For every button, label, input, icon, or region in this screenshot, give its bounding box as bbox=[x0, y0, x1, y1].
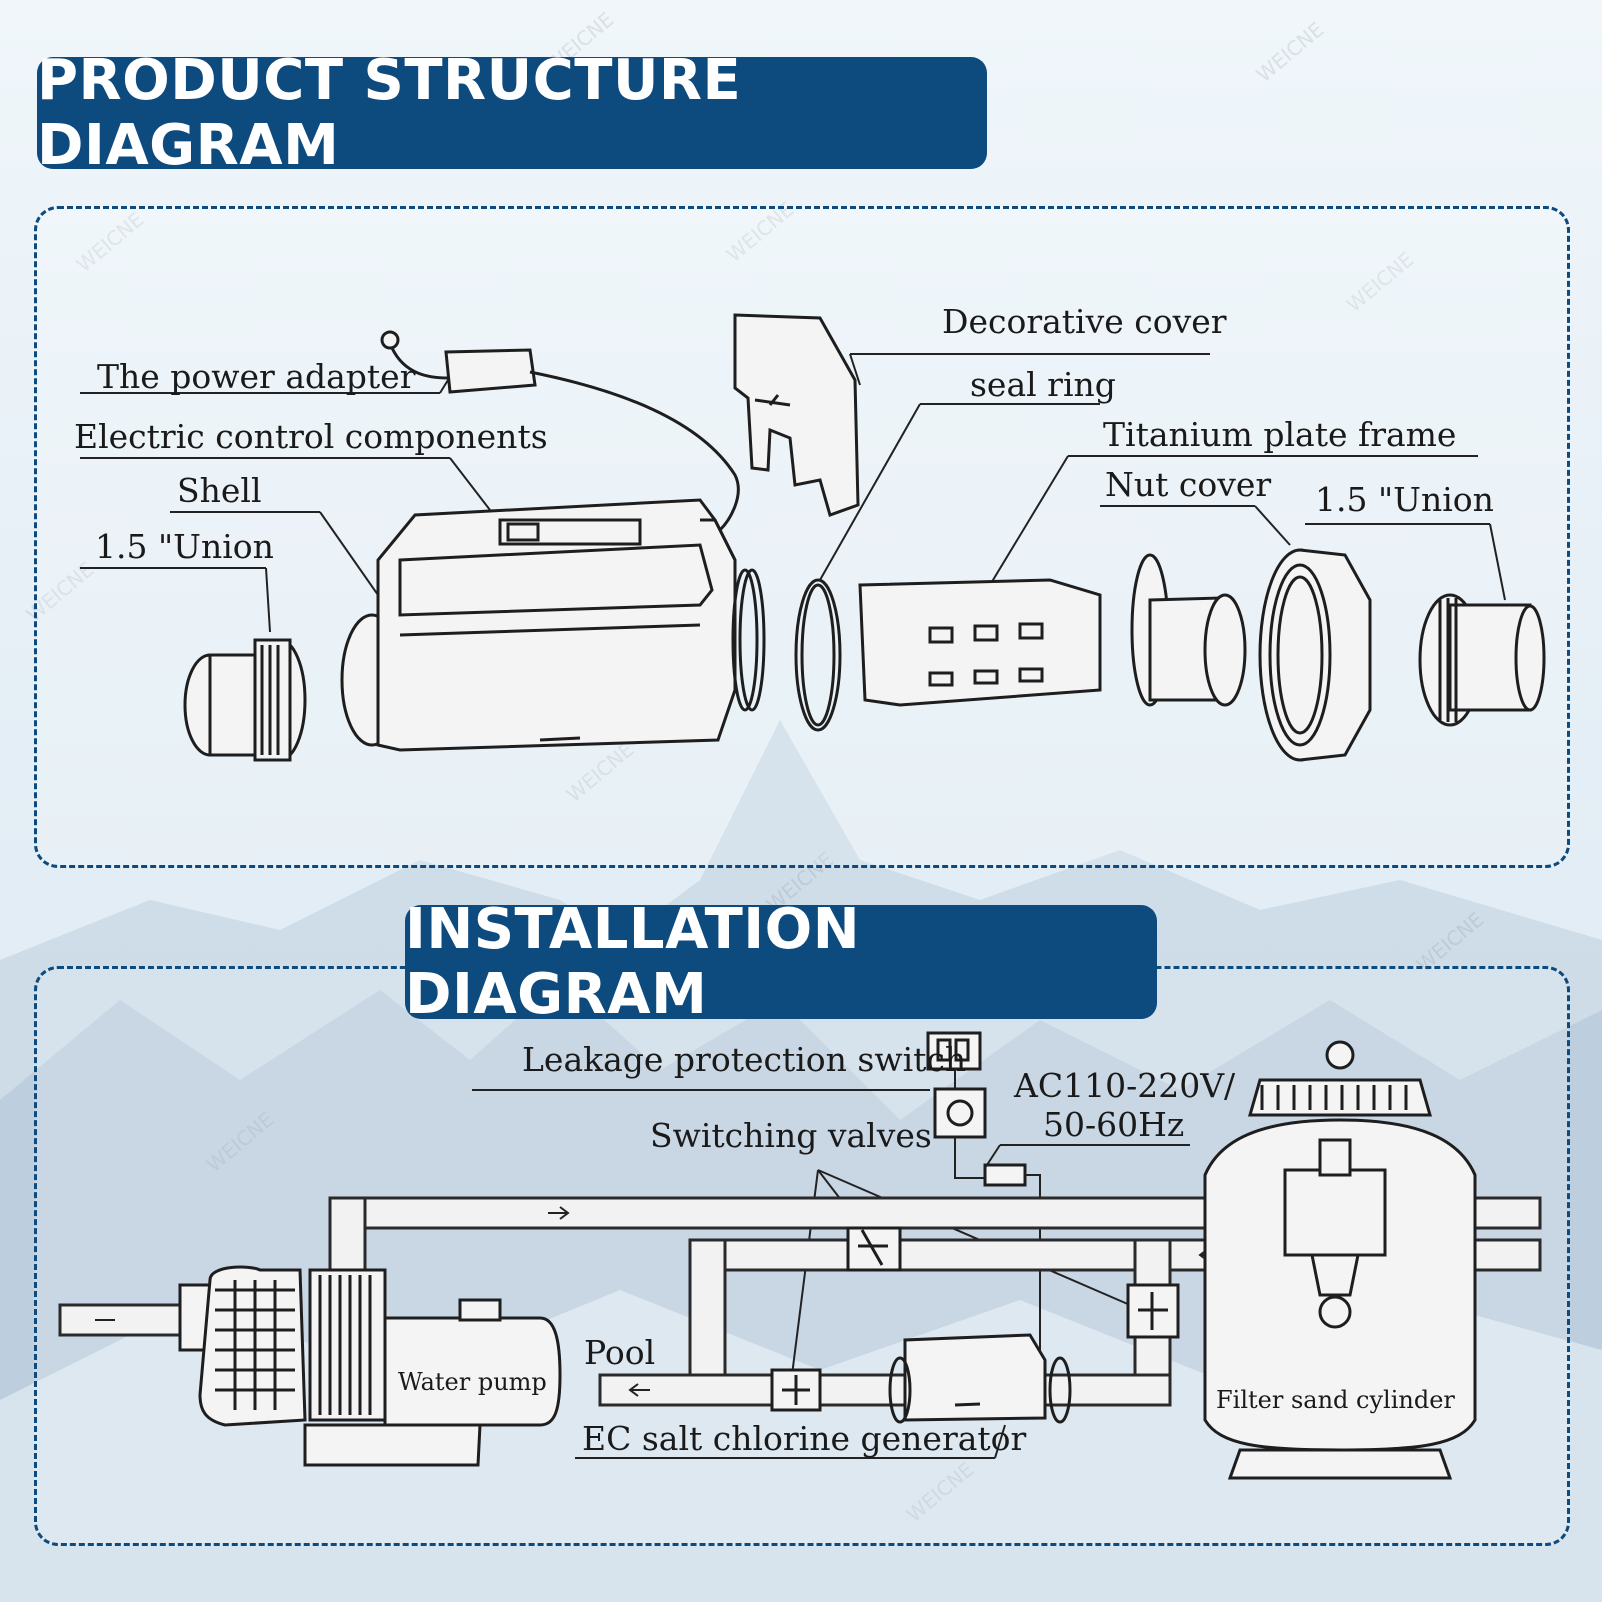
ec-generator-device bbox=[888, 1333, 1072, 1424]
label-switching-valves: Switching valves bbox=[650, 1116, 932, 1155]
label-power-adapter: The power adapter bbox=[97, 357, 416, 396]
seal-ring-part bbox=[794, 578, 842, 732]
leakage-switch-device bbox=[926, 1031, 1041, 1360]
label-nut-cover: Nut cover bbox=[1105, 465, 1272, 504]
label-ec-generator: EC salt chlorine generator bbox=[582, 1419, 1027, 1458]
label-pool: Pool bbox=[584, 1333, 656, 1372]
label-leakage-switch: Leakage protection switch bbox=[522, 1040, 967, 1079]
water-pump-device bbox=[178, 1265, 562, 1467]
power-adapter-part bbox=[380, 330, 740, 532]
decorative-cover-part bbox=[733, 313, 860, 517]
label-union-left: 1.5 "Union bbox=[95, 527, 274, 566]
label-filter-sand: Filter sand cylinder bbox=[1216, 1386, 1455, 1414]
label-voltage-line1: AC110-220V/ bbox=[1014, 1066, 1236, 1105]
switching-valve-bottom bbox=[770, 1368, 822, 1412]
shell-body-part bbox=[340, 498, 766, 752]
label-titanium-plate-frame: Titanium plate frame bbox=[1103, 415, 1457, 454]
nut-cover-part bbox=[1258, 548, 1372, 762]
label-shell: Shell bbox=[177, 471, 262, 510]
right-union-part bbox=[1418, 593, 1546, 727]
label-decorative-cover: Decorative cover bbox=[942, 302, 1227, 341]
label-water-pump: Water pump bbox=[398, 1368, 547, 1396]
switching-valve-top bbox=[846, 1226, 902, 1272]
left-union-part bbox=[183, 638, 307, 762]
installation-diagram-title: INSTALLATION DIAGRAM bbox=[405, 897, 1157, 1027]
label-union-right: 1.5 "Union bbox=[1315, 480, 1494, 519]
leader-lines bbox=[80, 353, 1506, 633]
titanium-plate-frame-part bbox=[858, 553, 1247, 707]
label-seal-ring: seal ring bbox=[970, 365, 1116, 404]
filter-sand-cylinder-device bbox=[1203, 1040, 1477, 1480]
switching-valve-right bbox=[1126, 1283, 1180, 1339]
product-structure-title: PRODUCT STRUCTURE DIAGRAM bbox=[37, 48, 987, 178]
label-electric-control: Electric control components bbox=[74, 417, 548, 456]
label-voltage-line2: 50-60Hz bbox=[1043, 1105, 1185, 1144]
